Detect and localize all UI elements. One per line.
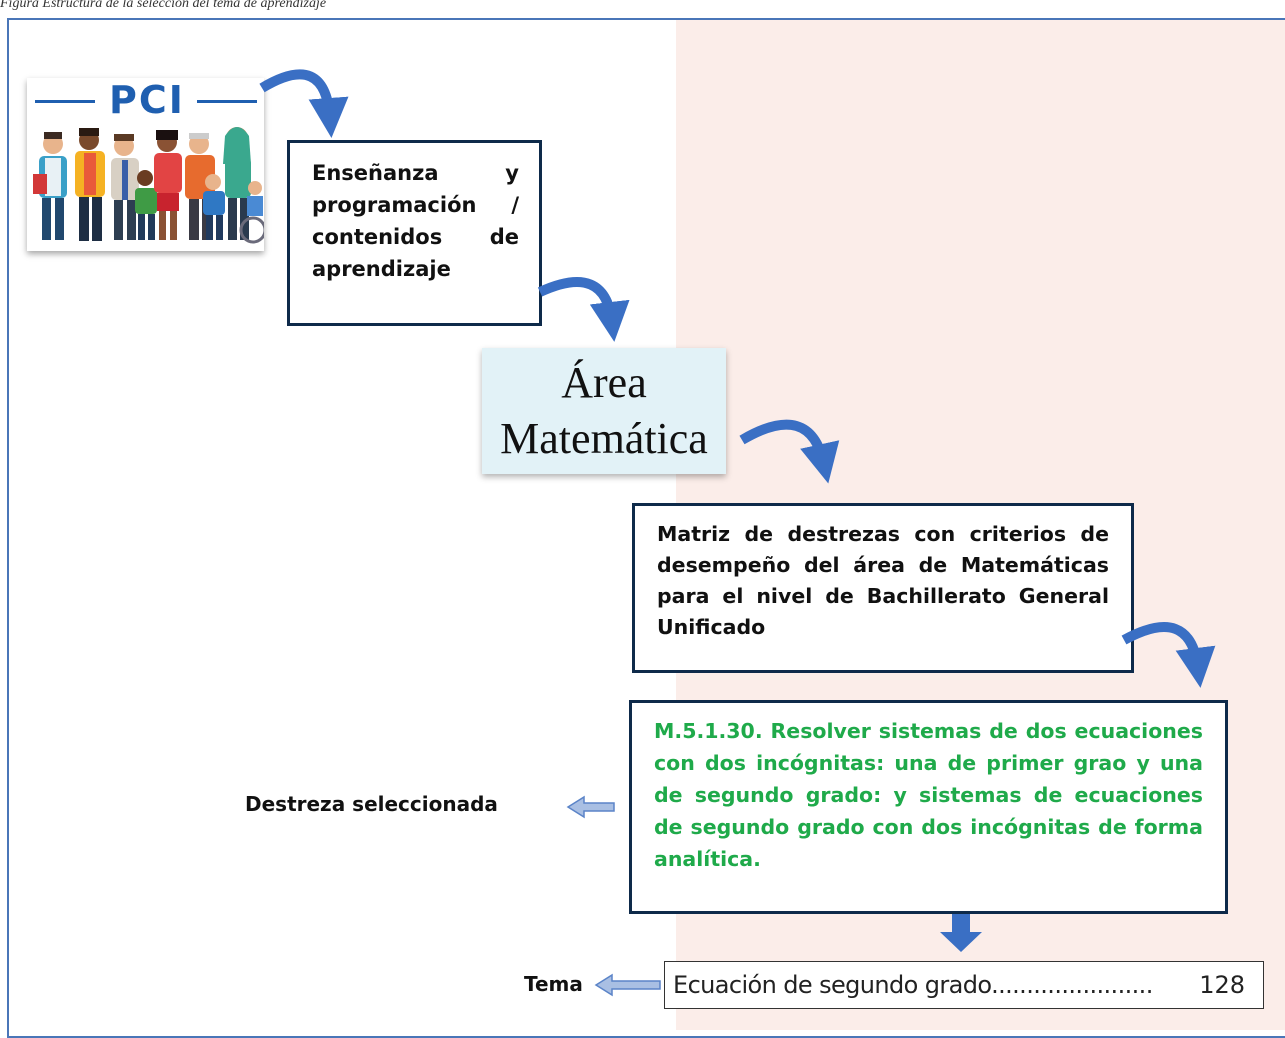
area-matematica-image: Área Matemática: [482, 348, 726, 474]
tema-index-entry: Ecuación de segundo grado...............…: [664, 961, 1264, 1009]
label-tema: Tema: [524, 972, 583, 996]
pci-title-text: PCI: [109, 78, 185, 122]
box-destreza-seleccionada: M.5.1.30. Resolver sistemas de dos ecuac…: [629, 700, 1228, 914]
figure-caption: Figura Estructura de la selección del te…: [0, 0, 327, 11]
tema-page-number: 128: [1199, 971, 1245, 999]
left-arrow-destreza: [566, 795, 615, 819]
left-arrow-tema: [594, 973, 661, 997]
curved-arrow-1: [259, 69, 349, 138]
pci-title-line-right: [197, 100, 257, 103]
people-illustration: [33, 127, 264, 244]
curved-arrow-4: [1121, 622, 1216, 688]
tema-text: Ecuación de segundo grado...............…: [673, 971, 1153, 999]
area-line-2: Matemática: [500, 414, 708, 463]
area-line-1: Área: [561, 358, 647, 407]
label-destreza-seleccionada: Destreza seleccionada: [245, 792, 498, 816]
pci-title: PCI: [27, 78, 264, 122]
pci-logo: PCI: [27, 78, 264, 251]
box-ensenanza-programacion: Enseñanza y programación / contenidos de…: [287, 140, 542, 326]
pci-title-line-left: [35, 100, 95, 103]
curved-arrow-3: [739, 419, 840, 484]
box-matriz-destrezas: Matriz de destrezas con criterios de des…: [632, 503, 1134, 673]
down-arrow: [940, 914, 982, 952]
curved-arrow-2: [537, 277, 630, 342]
